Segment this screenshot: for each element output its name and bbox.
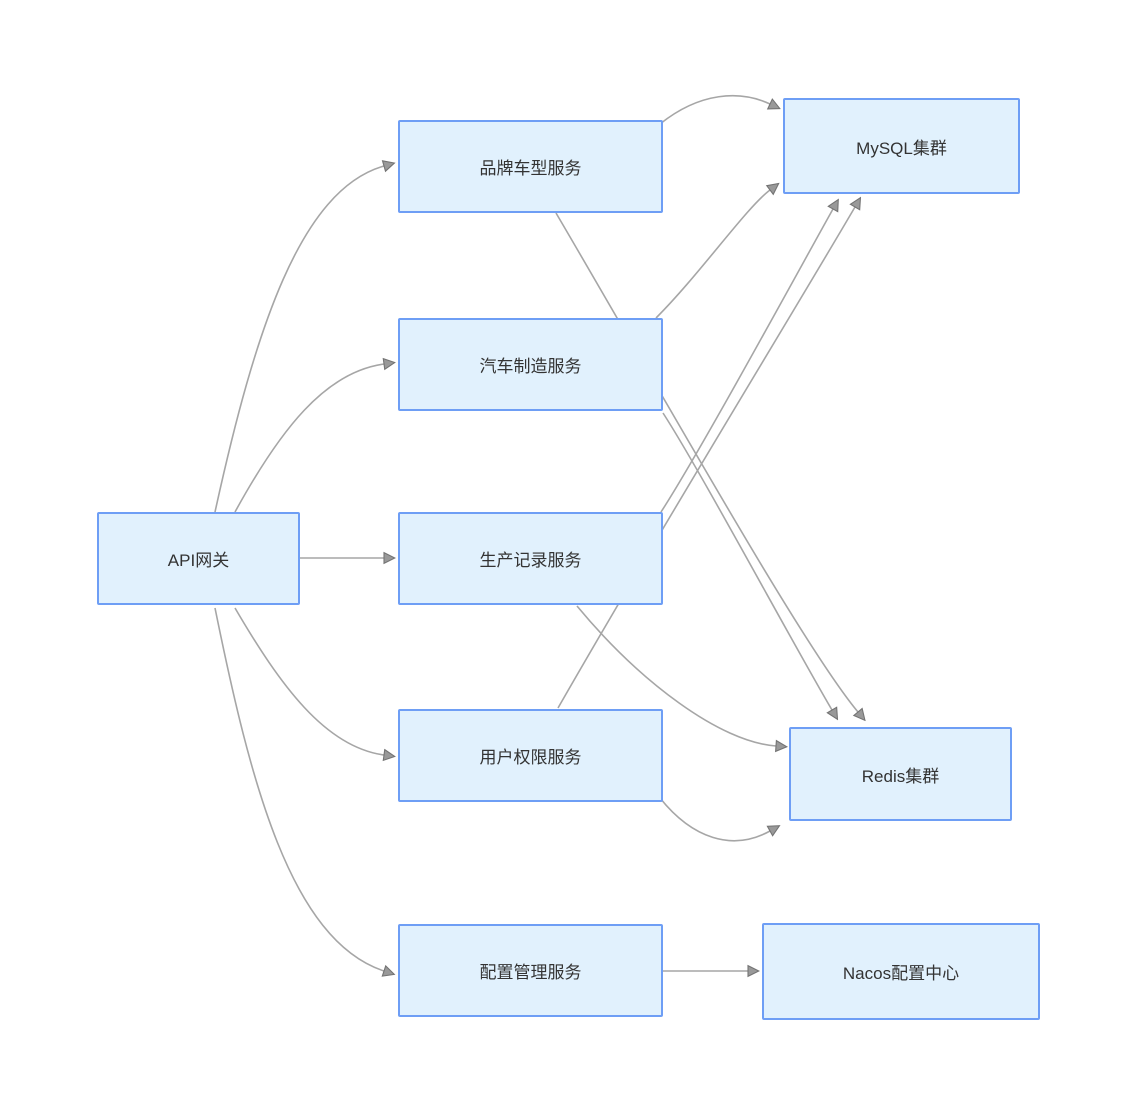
node-user-permission-service: 用户权限服务	[398, 709, 663, 802]
edge-user-permission-to-mysql	[557, 207, 855, 709]
edge-user-permission-to-redis	[659, 797, 770, 842]
node-mysql-cluster-label: MySQL集群	[856, 138, 947, 158]
node-config-management-service-label: 配置管理服务	[479, 963, 582, 982]
edge-production-record-to-mysql	[660, 209, 833, 513]
node-production-record-service-label: 生产记录服务	[479, 551, 582, 570]
node-brand-model-service: 品牌车型服务	[398, 120, 663, 213]
node-nacos-config-center: Nacos配置中心	[762, 923, 1040, 1020]
node-api-gateway-label: API网关	[167, 551, 230, 570]
node-config-management-service: 配置管理服务	[398, 924, 663, 1017]
node-api-gateway: API网关	[97, 512, 300, 605]
edge-brand-model-to-mysql	[659, 95, 770, 125]
node-production-record-service: 生产记录服务	[398, 512, 663, 605]
edge-car-manufacturing-to-mysql	[655, 190, 770, 319]
node-user-permission-service-label: 用户权限服务	[479, 748, 582, 767]
node-redis-cluster: Redis集群	[789, 727, 1012, 821]
node-redis-cluster-label: Redis集群	[861, 766, 940, 786]
node-car-manufacturing-service-label: 汽车制造服务	[479, 357, 582, 376]
edge-api-gateway-to-config-management	[214, 607, 384, 971]
edge-brand-model-to-redis	[555, 212, 858, 712]
node-nacos-config-center-label: Nacos配置中心	[842, 964, 960, 983]
edge-api-gateway-to-car-manufacturing	[234, 364, 384, 513]
edge-car-manufacturing-to-redis	[662, 412, 832, 710]
node-car-manufacturing-service: 汽车制造服务	[398, 318, 663, 411]
node-mysql-cluster: MySQL集群	[783, 98, 1020, 194]
node-brand-model-service-label: 品牌车型服务	[479, 159, 582, 178]
edge-api-gateway-to-brand-model	[214, 166, 384, 513]
edge-api-gateway-to-user-permission	[234, 607, 384, 755]
